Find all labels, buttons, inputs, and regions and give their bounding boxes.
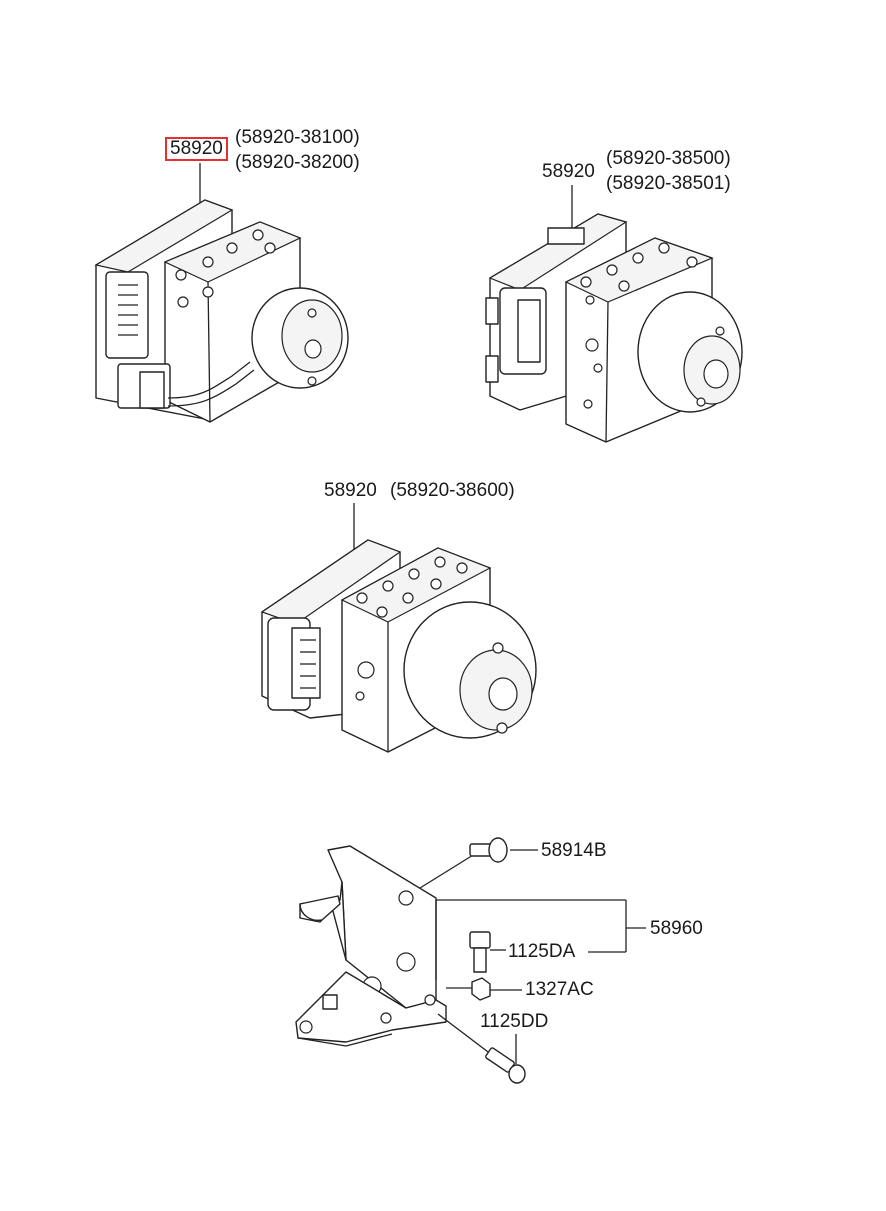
part-number-unit-middle[interactable]: 58920 <box>324 480 377 501</box>
alternate-number: (58920-38100) <box>235 127 360 148</box>
bolt-1125dd[interactable] <box>437 1013 526 1084</box>
bracket-callout-58960 <box>435 899 646 980</box>
abs-module-top-right[interactable] <box>485 185 743 443</box>
screw-58914b[interactable] <box>419 837 538 889</box>
part-number-bolt-upper[interactable]: 1125DA <box>508 941 576 962</box>
part-number-bracket[interactable]: 58960 <box>650 918 703 939</box>
alternate-number: (58920-38501) <box>606 173 731 194</box>
alternate-number: (58920-38500) <box>606 148 731 169</box>
part-number-unit-top-right[interactable]: 58920 <box>542 161 595 182</box>
abs-module-middle[interactable] <box>260 503 537 753</box>
part-number-nut[interactable]: 1327AC <box>525 979 594 1000</box>
part-number-unit-top-left[interactable]: 58920 <box>165 137 228 161</box>
part-number-screw[interactable]: 58914B <box>541 840 607 861</box>
nut-1327ac[interactable] <box>446 977 522 1001</box>
bolt-1125da[interactable] <box>469 931 506 973</box>
part-number-bolt-lower[interactable]: 1125DD <box>480 1011 549 1032</box>
alternate-number: (58920-38200) <box>235 152 360 173</box>
mounting-bracket[interactable] <box>295 845 447 1047</box>
abs-module-top-left[interactable] <box>94 163 349 423</box>
alternate-number: (58920-38600) <box>390 480 515 501</box>
